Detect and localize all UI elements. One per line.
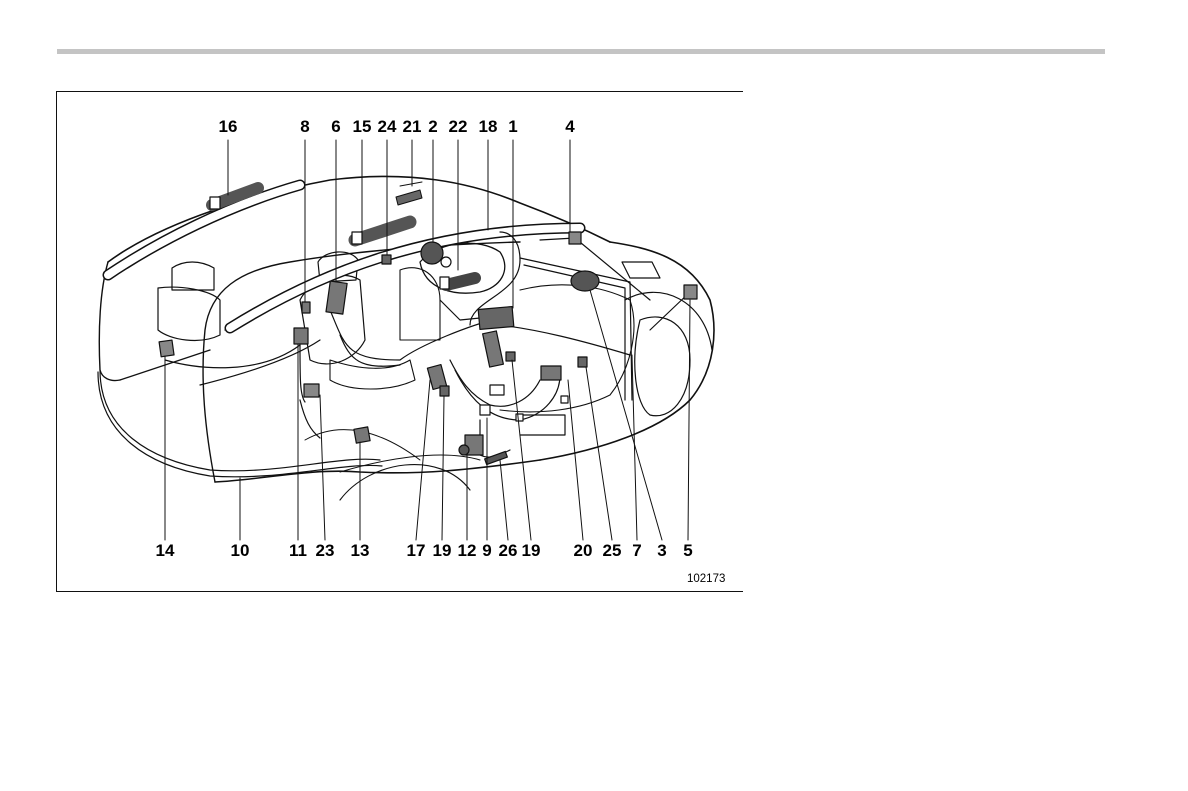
sensor-11-b: [304, 384, 319, 397]
label-13: 13: [351, 542, 370, 559]
sensor-19-left: [440, 386, 449, 396]
label-7: 7: [632, 542, 641, 559]
front-seat-cushion: [330, 360, 415, 389]
curtain-airbag-rear: [108, 185, 300, 275]
label-19-left: 19: [433, 542, 452, 559]
figure-number: 102173: [687, 573, 725, 585]
car-roof-outline: [108, 176, 610, 262]
label-3: 3: [657, 542, 666, 559]
label-20: 20: [574, 542, 593, 559]
sensor-13: [354, 427, 370, 443]
label-8: 8: [300, 118, 309, 135]
control-unit-1: [478, 307, 514, 330]
module-21-line: [400, 182, 422, 186]
airbag-2: [421, 242, 443, 264]
components: [159, 232, 697, 465]
airbag-2-hub: [441, 257, 451, 267]
label-23: 23: [316, 542, 335, 559]
label-5: 5: [683, 542, 692, 559]
label-2: 2: [428, 118, 437, 135]
sensor-24: [382, 255, 391, 264]
curtain-airbag-front-inner: [230, 228, 580, 328]
label-24: 24: [378, 118, 397, 135]
label-18: 18: [479, 118, 498, 135]
label-16: 16: [219, 118, 238, 135]
airbag-3: [571, 271, 599, 291]
wiring-harness: [98, 232, 690, 477]
inflator-cap-front: [352, 232, 362, 244]
label-11: 11: [289, 542, 307, 559]
label-26: 26: [499, 542, 518, 559]
front-seat-right: [400, 268, 440, 340]
label-1: 1: [508, 118, 517, 135]
label-6: 6: [331, 118, 340, 135]
sensor-25: [578, 357, 587, 367]
rear-seat-left: [158, 287, 220, 340]
dash-line: [500, 285, 634, 412]
label-12: 12: [458, 542, 477, 559]
label-10: 10: [231, 542, 250, 559]
connector-5: [684, 285, 697, 299]
sensor-11: [294, 328, 308, 344]
small-box-c: [516, 414, 523, 421]
label-4: 4: [565, 118, 574, 135]
sensor-8: [302, 302, 310, 313]
small-box-b: [480, 405, 490, 415]
label-14: 14: [156, 542, 175, 559]
curtain-airbag-front: [230, 228, 580, 328]
label-17: 17: [407, 542, 426, 559]
sensor-9: [483, 331, 504, 367]
sensor-6: [326, 281, 347, 314]
module-21: [396, 190, 422, 205]
sensor-14: [159, 340, 174, 357]
inflator-cap-rear: [210, 197, 220, 209]
sensor-20: [541, 366, 561, 380]
small-box-a: [490, 385, 504, 395]
sensor-19-right: [506, 352, 515, 361]
rear-headrest: [172, 262, 214, 290]
airbag-22: [446, 278, 475, 285]
airbag-22-cap: [440, 277, 449, 289]
wheel-front: [635, 317, 690, 416]
label-21: 21: [403, 118, 422, 135]
label-19-right: 19: [522, 542, 541, 559]
sensor-12-lens: [459, 445, 469, 455]
label-22: 22: [449, 118, 468, 135]
label-9: 9: [482, 542, 491, 559]
small-box-d: [561, 396, 568, 403]
inflator-front: [355, 222, 410, 240]
label-25: 25: [603, 542, 622, 559]
label-15: 15: [353, 118, 372, 135]
connector-4: [569, 232, 581, 244]
mirror: [622, 262, 660, 278]
sensor-26: [485, 451, 508, 464]
wheel-arch-front: [625, 292, 712, 350]
